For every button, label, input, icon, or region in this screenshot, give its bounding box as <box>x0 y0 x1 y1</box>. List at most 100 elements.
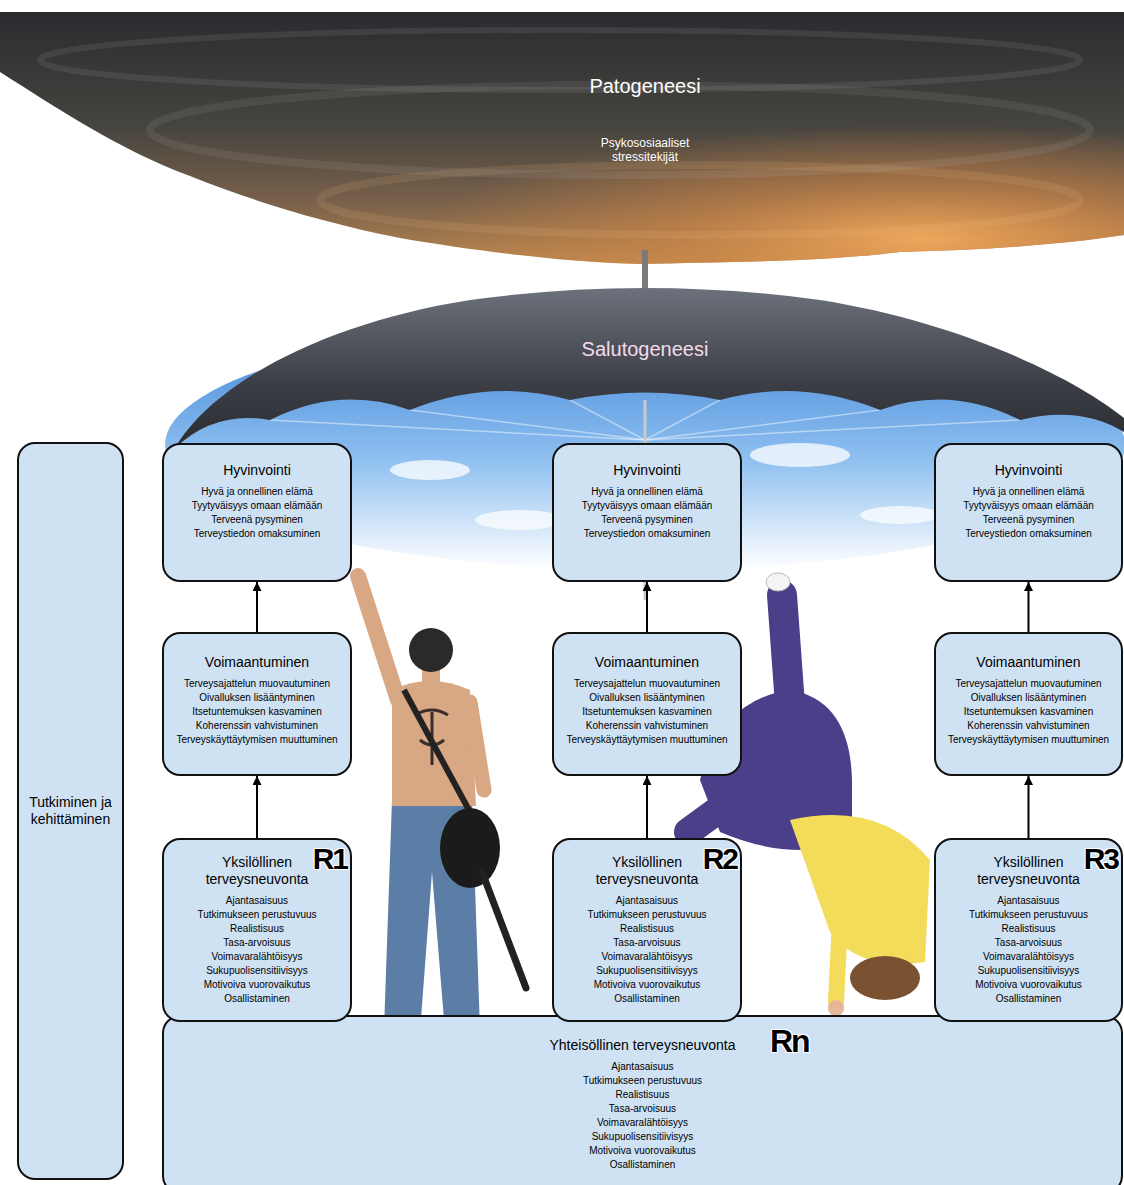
box-item: Tasa-arvoisuus <box>172 1102 1113 1116</box>
empowerment-box: VoimaantuminenTerveysajattelun muovautum… <box>552 632 742 776</box>
box-item: Sukupuolisensitiivisyys <box>562 964 732 978</box>
box-item: Tyytyväisyys omaan elämään <box>172 499 342 513</box>
empowerment-box: VoimaantuminenTerveysajattelun muovautum… <box>934 632 1123 776</box>
box-item: Terveystiedon omaksuminen <box>172 527 342 541</box>
guitar-body <box>440 808 500 888</box>
counselling-box: Yksilöllinen terveysneuvontaR1Ajantasais… <box>162 838 352 1022</box>
region-title: Patogeneesi <box>495 75 795 98</box>
box-item: Terveystiedon omaksuminen <box>944 527 1113 541</box>
box-item: Oivalluksen lisääntyminen <box>564 691 730 705</box>
guitar-strap <box>404 690 470 812</box>
counselling-box: Yksilöllinen terveysneuvontaR2Ajantasais… <box>552 838 742 1022</box>
box-item: Tyytyväisyys omaan elämään <box>562 499 732 513</box>
box-item: Osallistaminen <box>944 992 1113 1006</box>
cloud-streak <box>40 30 1080 90</box>
box-item: Ajantasaisuus <box>562 894 732 908</box>
flow-arrow <box>646 582 648 632</box>
box-title: Voimaantuminen <box>564 654 730 671</box>
box-item: Oivalluksen lisääntyminen <box>174 691 340 705</box>
box-item: Terveysajattelun muovautuminen <box>564 677 730 691</box>
flow-arrow <box>256 776 258 838</box>
figure-shoe <box>766 573 790 591</box>
community-box: Yhteisöllinen terveysneuvontaRnAjantasai… <box>162 1015 1123 1185</box>
figure-hair <box>850 956 920 1000</box>
box-item: Tutkimukseen perustuvuus <box>562 908 732 922</box>
figure-arm <box>470 702 484 790</box>
counselling-box: Yksilöllinen terveysneuvontaR3Ajantasais… <box>934 838 1123 1022</box>
box-item: Tutkimukseen perustuvuus <box>172 908 342 922</box>
box-item: Terveysajattelun muovautuminen <box>946 677 1111 691</box>
region-subtitle: Psykososiaaliset stressitekijät <box>590 136 700 164</box>
box-item: Realistisuus <box>562 922 732 936</box>
box-item: Realistisuus <box>944 922 1113 936</box>
box-item: Itsetuntemuksen kasvaminen <box>174 705 340 719</box>
cloud-streak <box>150 85 1090 175</box>
box-title: Tutkiminen ja kehittäminen <box>25 794 116 828</box>
cloud-body <box>0 12 1124 264</box>
box-item: Voimavaralähtöisyys <box>562 950 732 964</box>
cloud-glow <box>0 12 1124 264</box>
box-item: Terveyskäyttäytymisen muuttuminen <box>564 733 730 747</box>
figure-leg <box>688 805 725 832</box>
guitarist-figure <box>358 576 526 1041</box>
box-item: Terveyskäyttäytymisen muuttuminen <box>946 733 1111 747</box>
box-title: Voimaantuminen <box>946 654 1111 671</box>
box-item: Hyvä ja onnellinen elämä <box>172 485 342 499</box>
box-item: Motivoiva vuorovaikutus <box>944 978 1113 992</box>
box-title: Yhteisöllinen terveysneuvonta <box>172 1037 1113 1054</box>
side-panel: Tutkiminen ja kehittäminen <box>17 442 124 1180</box>
box-item: Tyytyväisyys omaan elämään <box>944 499 1113 513</box>
umbrella-rib <box>570 400 645 440</box>
empowerment-box: VoimaantuminenTerveysajattelun muovautum… <box>162 632 352 776</box>
outcome-box: HyvinvointiHyvä ja onnellinen elämäTyyty… <box>552 443 742 582</box>
box-item: Motivoiva vuorovaikutus <box>172 1144 1113 1158</box>
callout-number: R2 <box>703 844 737 874</box>
callout-number: Rn <box>770 1025 809 1057</box>
box-item: Tasa-arvoisuus <box>944 936 1113 950</box>
sky-cloud <box>390 460 470 480</box>
box-title: Yksilöllinen terveysneuvonta <box>965 854 1093 888</box>
box-item: Motivoiva vuorovaikutus <box>562 978 732 992</box>
region-title: Salutogeneesi <box>495 338 795 361</box>
storm-cloud <box>0 12 1124 264</box>
box-title: Yksilöllinen terveysneuvonta <box>583 854 711 888</box>
guitar-neck <box>482 872 526 988</box>
sky-cloud <box>750 443 850 467</box>
box-item: Oivalluksen lisääntyminen <box>946 691 1111 705</box>
box-item: Osallistaminen <box>172 1158 1113 1172</box>
box-item: Ajantasaisuus <box>172 1060 1113 1074</box>
cloud-streak <box>320 165 1080 235</box>
umbrella-rib <box>645 420 1020 440</box>
box-title: Hyvinvointi <box>562 462 732 479</box>
box-item: Osallistaminen <box>562 992 732 1006</box>
callout-number: R1 <box>313 844 347 874</box>
box-item: Koherenssin vahvistuminen <box>564 719 730 733</box>
box-item: Sukupuolisensitiivisyys <box>172 964 342 978</box>
box-item: Hyvä ja onnellinen elämä <box>562 485 732 499</box>
box-title: Hyvinvointi <box>944 462 1113 479</box>
umbrella-rib <box>645 410 880 440</box>
box-item: Hyvä ja onnellinen elämä <box>944 485 1113 499</box>
umbrella-rib <box>270 420 645 440</box>
figure-shirt <box>790 815 930 964</box>
box-item: Voimavaralähtöisyys <box>172 950 342 964</box>
callout-number: R3 <box>1084 844 1118 874</box>
box-item: Tasa-arvoisuus <box>172 936 342 950</box>
box-item: Realistisuus <box>172 922 342 936</box>
box-item: Terveenä pysyminen <box>562 513 732 527</box>
box-title: Voimaantuminen <box>174 654 340 671</box>
flow-arrow <box>646 776 648 838</box>
box-item: Voimavaralähtöisyys <box>172 1116 1113 1130</box>
box-item: Osallistaminen <box>172 992 342 1006</box>
box-item: Realistisuus <box>172 1088 1113 1102</box>
box-title: Yksilöllinen terveysneuvonta <box>193 854 321 888</box>
figure-arm <box>358 576 398 700</box>
box-item: Ajantasaisuus <box>172 894 342 908</box>
flow-arrow <box>1028 582 1030 632</box>
umbrella-canopy <box>175 288 1124 448</box>
box-item: Terveystiedon omaksuminen <box>562 527 732 541</box>
box-item: Voimavaralähtöisyys <box>944 950 1113 964</box>
box-item: Terveysajattelun muovautuminen <box>174 677 340 691</box>
box-item: Ajantasaisuus <box>944 894 1113 908</box>
